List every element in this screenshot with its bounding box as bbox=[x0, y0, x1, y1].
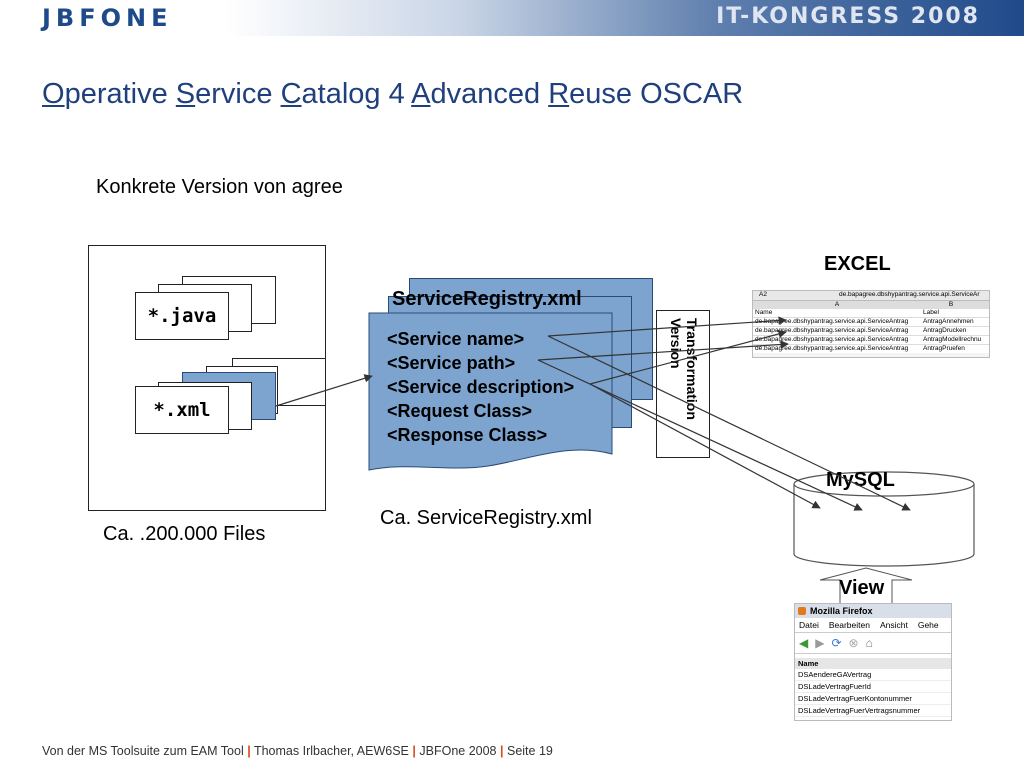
firefox-menu-item[interactable]: Gehe bbox=[917, 620, 939, 630]
title-text: perative bbox=[64, 78, 176, 110]
excel-row: de.bapagree.dbshypantrag.service.api.Ser… bbox=[753, 344, 989, 353]
firefox-thumbnail: Mozilla Firefox Datei Bearbeiten Ansicht Ge… bbox=[794, 603, 952, 721]
excel-row: de.bapagree.dbshypantrag.service.api.Ser… bbox=[753, 335, 989, 344]
excel-cell-name: de.bapagree.dbshypantrag.service.api.Ser… bbox=[755, 318, 909, 325]
stop-icon: ⊗ bbox=[848, 636, 859, 650]
firefox-title: Mozilla Firefox bbox=[810, 606, 873, 616]
footer-part: Von der MS Toolsuite zum EAM Tool bbox=[42, 744, 244, 758]
registry-line: <Request Class> bbox=[387, 401, 533, 421]
firefox-menu: Datei Bearbeiten Ansicht Gehe bbox=[795, 618, 951, 633]
mysql-cylinder bbox=[793, 471, 975, 567]
excel-cell-name: de.bapagree.dbshypantrag.service.api.Ser… bbox=[755, 327, 909, 334]
title-initial: R bbox=[548, 78, 570, 110]
firefox-row[interactable]: DSAendereGAVertrag bbox=[795, 669, 951, 681]
arrow-name-to-db bbox=[547, 335, 911, 511]
files-caption: Ca. .200.000 Files bbox=[103, 523, 266, 545]
title-initial: C bbox=[280, 78, 302, 110]
firefox-row[interactable]: DSLadeVertragFuerKontonummer bbox=[795, 693, 951, 705]
firefox-menu-item[interactable]: Ansicht bbox=[879, 620, 908, 630]
arrow-path-to-excel bbox=[537, 340, 789, 361]
slide-title: Operative Service Catalog 4 Advanced Reu… bbox=[42, 78, 743, 111]
arrow-desc-to-excel bbox=[589, 329, 787, 385]
excel-label: EXCEL bbox=[824, 253, 891, 275]
firefox-row[interactable]: DSLadeVertragFuerId bbox=[795, 681, 951, 693]
excel-header-name: Name bbox=[755, 309, 773, 316]
firefox-menu-item[interactable]: Datei bbox=[799, 620, 819, 630]
registry-line: <Service path> bbox=[387, 353, 516, 373]
arrow-desc-to-db bbox=[589, 383, 821, 509]
registry-line: <Service name> bbox=[387, 329, 525, 349]
arrow-name-to-excel bbox=[547, 316, 787, 337]
excel-formula: de.bapagree.dbshypantrag.service.api.Ser… bbox=[839, 291, 980, 298]
footer-part: Seite 19 bbox=[506, 744, 553, 758]
registry-line: <Service description> bbox=[387, 377, 575, 397]
registry-doc-front bbox=[368, 312, 613, 471]
transformation-box bbox=[656, 310, 710, 458]
registry-caption: Ca. ServiceRegistry.xml bbox=[380, 507, 592, 529]
arrow-files-to-registry bbox=[275, 374, 373, 407]
footer-separator: | bbox=[500, 744, 504, 758]
xml-file: *.xml bbox=[135, 386, 229, 434]
congress-label: IT-KONGRESS 2008 bbox=[716, 4, 980, 29]
firefox-col-header: Name bbox=[795, 658, 951, 669]
excel-cell-name: de.bapagree.dbshypantrag.service.api.Ser… bbox=[755, 345, 909, 352]
title-text: dvanced bbox=[430, 78, 549, 110]
excel-header-label: Label bbox=[923, 309, 939, 316]
subtitle: Konkrete Version von agree bbox=[96, 176, 343, 198]
excel-cell-ref: A2 bbox=[759, 291, 767, 298]
excel-thumbnail: A2 de.bapagree.dbshypantrag.service.api.… bbox=[752, 290, 990, 358]
arrow-path-to-db bbox=[537, 359, 863, 511]
forward-icon: ▶ bbox=[815, 636, 825, 650]
registry-line: <Response Class> bbox=[387, 425, 548, 445]
title-initial: S bbox=[175, 78, 196, 110]
home-icon: ⌂ bbox=[865, 636, 873, 650]
excel-cell-label: AntragDrucken bbox=[923, 327, 967, 334]
firefox-toolbar: ◀ ▶ ⟳ ⊗ ⌂ bbox=[795, 633, 951, 654]
reload-icon: ⟳ bbox=[831, 636, 842, 650]
excel-cell-label: AntragModellrechnu bbox=[923, 336, 982, 343]
registry-heading: ServiceRegistry.xml bbox=[392, 288, 582, 310]
excel-row: de.bapagree.dbshypantrag.service.api.Ser… bbox=[753, 326, 989, 335]
title-initial: A bbox=[411, 78, 431, 110]
excel-cell-label: AntragPruefen bbox=[923, 345, 965, 352]
excel-col-a: A bbox=[834, 301, 840, 308]
footer-part: JBFOne 2008 bbox=[419, 744, 497, 758]
title-initial: O bbox=[42, 78, 65, 110]
footer-part: Thomas Irlbacher, AEW6SE bbox=[253, 744, 409, 758]
title-text: ervice bbox=[195, 78, 281, 110]
excel-rows: de.bapagree.dbshypantrag.service.api.Ser… bbox=[753, 317, 989, 353]
back-icon: ◀ bbox=[799, 636, 809, 650]
mysql-label: MySQL bbox=[826, 469, 895, 491]
firefox-menu-item[interactable]: Bearbeiten bbox=[828, 620, 870, 630]
footer: Von der MS Toolsuite zum EAM Tool | Thom… bbox=[42, 744, 553, 758]
jbfone-logo: JBFONE bbox=[42, 4, 173, 32]
title-text: atalog 4 bbox=[301, 78, 412, 110]
java-file: *.java bbox=[135, 292, 229, 340]
footer-separator: | bbox=[412, 744, 416, 758]
excel-cell-name: de.bapagree.dbshypantrag.service.api.Ser… bbox=[755, 336, 909, 343]
footer-separator: | bbox=[247, 744, 251, 758]
excel-cell-label: AntragAnnehmen bbox=[923, 318, 974, 325]
firefox-row[interactable]: DSLadeVertragFuerVertragsnummer bbox=[795, 705, 951, 717]
excel-row: de.bapagree.dbshypantrag.service.api.Ser… bbox=[753, 317, 989, 326]
title-text: euse OSCAR bbox=[569, 78, 744, 110]
excel-col-b: B bbox=[948, 301, 954, 308]
view-label: View bbox=[839, 577, 885, 599]
firefox-app-icon bbox=[798, 607, 806, 615]
registry-lines: <Service name> <Service path> <Service d… bbox=[387, 327, 574, 447]
header-band bbox=[0, 0, 1024, 36]
